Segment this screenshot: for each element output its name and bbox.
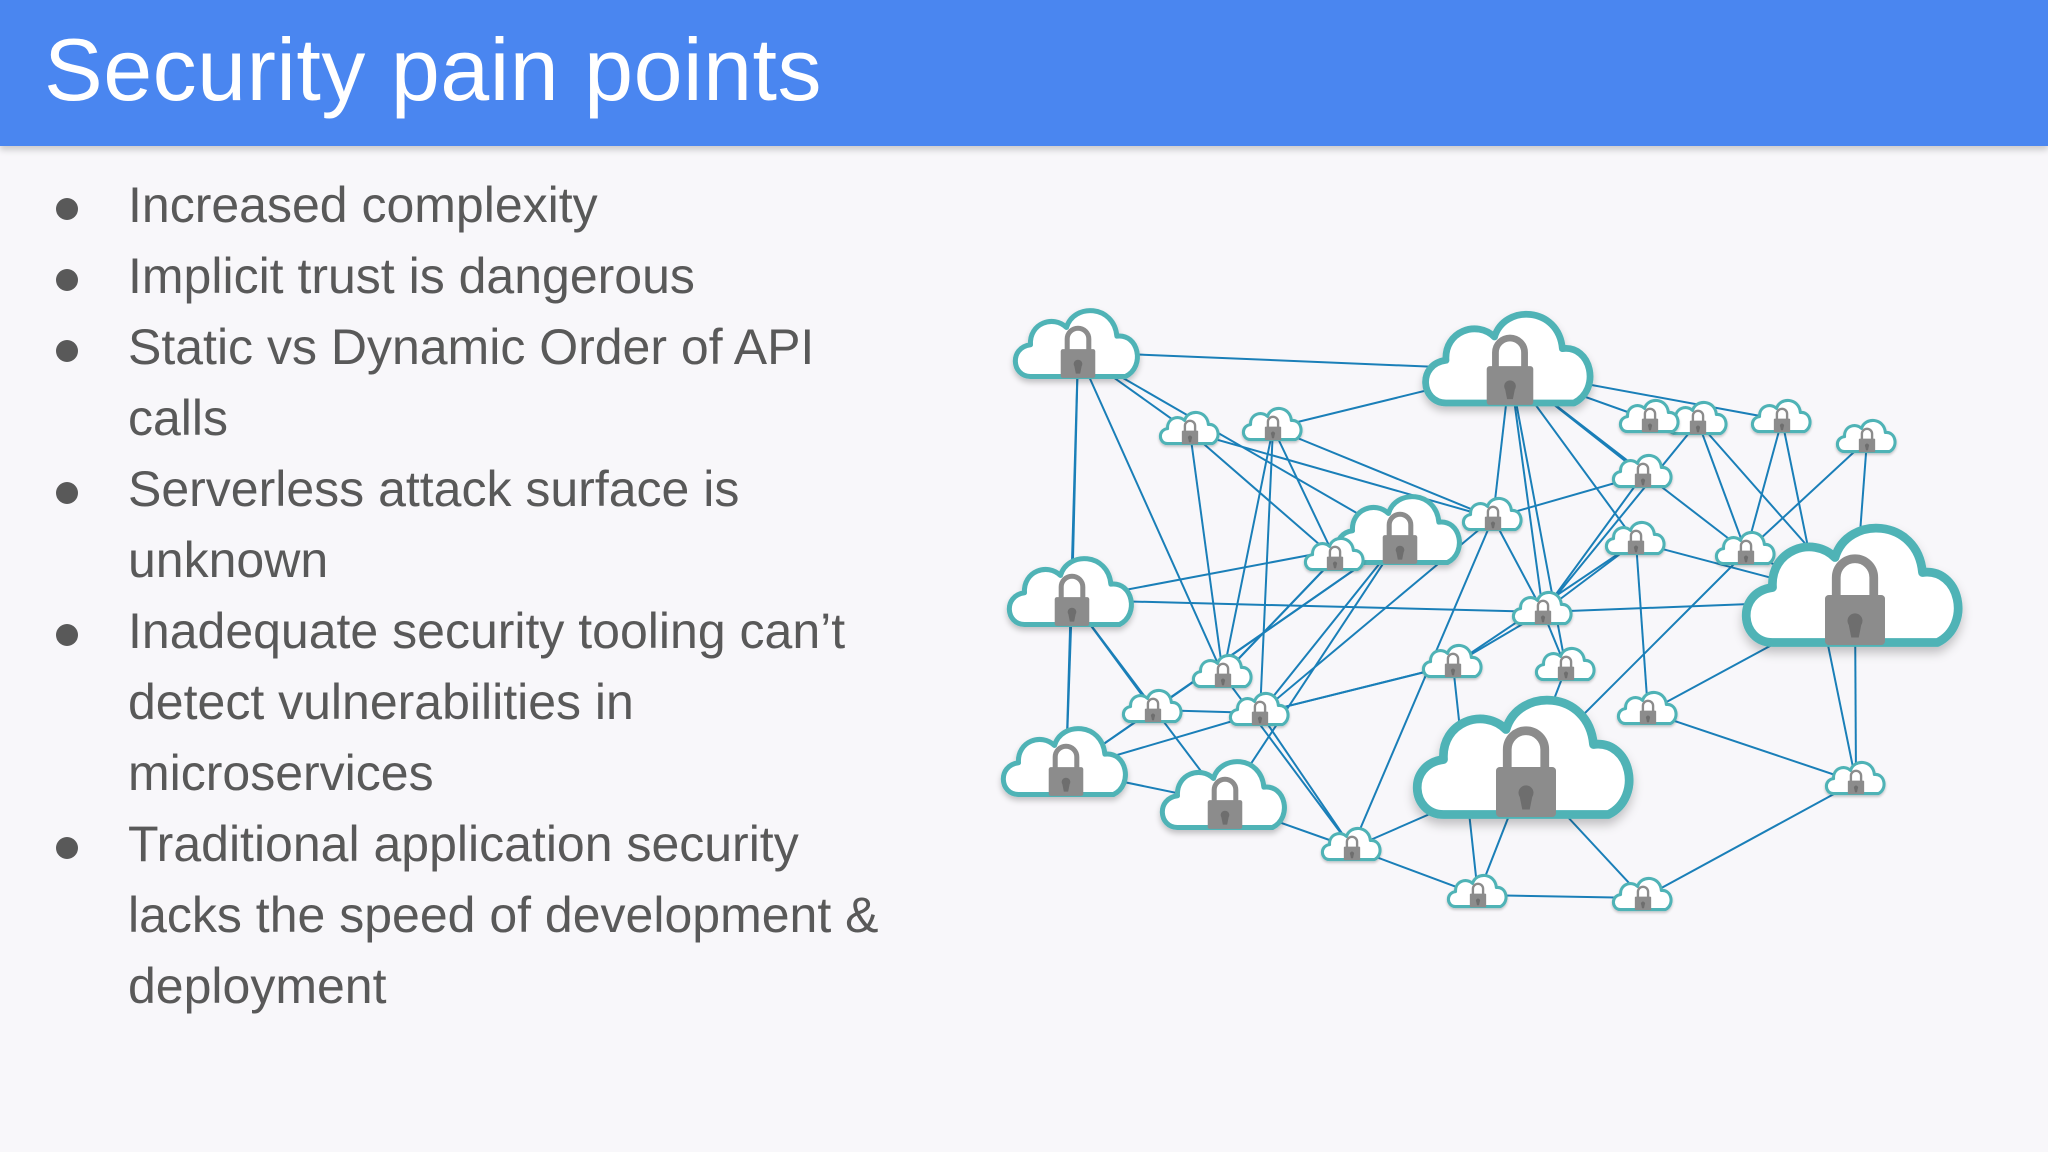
- cloud-lock-icon: [1012, 308, 1140, 379]
- cloud-lock-icon: [1511, 591, 1573, 626]
- network-link: [1222, 427, 1274, 676]
- network-link: [1542, 421, 1699, 613]
- network-link: [1272, 427, 1494, 519]
- bullet-item: Implicit trust is dangerous: [52, 241, 912, 312]
- cloud-lock-icon: [1422, 311, 1594, 407]
- cloud-lock-icon: [1000, 726, 1128, 797]
- bullet-dot-icon: [56, 340, 78, 362]
- cloud-lock-icon: [1611, 454, 1673, 489]
- bullet-dot-icon: [56, 269, 78, 291]
- network-link: [1077, 351, 1224, 676]
- title-bar: Security pain points: [0, 0, 2048, 146]
- bullet-text: Increased complexity: [128, 177, 598, 233]
- cloud-lock-icon: [1158, 411, 1220, 446]
- network-link: [1745, 419, 1783, 553]
- bullet-item: Serverless attack surface is unknown: [52, 454, 912, 596]
- cloud-lock-icon: [1006, 556, 1134, 627]
- cloud-lock-icon: [1421, 644, 1483, 679]
- network-link: [1642, 781, 1857, 899]
- cloud-lock-icon: [1616, 691, 1678, 726]
- network-link: [1224, 537, 1401, 804]
- network-link: [1542, 474, 1644, 613]
- cloud-lock-icon: [1824, 761, 1886, 796]
- cloud-lock-icon: [1412, 695, 1634, 819]
- bullet-item: Static vs Dynamic Order of API calls: [52, 312, 912, 454]
- network-link: [1259, 712, 1353, 849]
- slide-title: Security pain points: [44, 20, 822, 119]
- bullet-text: Inadequate security tooling can’t detect…: [128, 603, 846, 801]
- cloud-lock-icon: [1320, 827, 1382, 862]
- bullet-text: Traditional application security lacks t…: [128, 816, 879, 1014]
- network-link: [1259, 664, 1454, 714]
- network-link: [1189, 431, 1224, 676]
- bullet-text: Static vs Dynamic Order of API calls: [128, 319, 815, 446]
- network-link: [1697, 421, 1747, 553]
- network-link: [1222, 557, 1336, 676]
- cloud-lock-icon: [1835, 419, 1897, 454]
- network-link: [1272, 427, 1336, 559]
- network-link: [1189, 431, 1336, 559]
- cloud-lock-icon: [1461, 497, 1523, 532]
- bullet-dot-icon: [56, 837, 78, 859]
- network-link: [1259, 427, 1274, 714]
- cloud-lock-icon: [1741, 523, 1963, 647]
- bullet-item: Inadequate security tooling can’t detect…: [52, 596, 912, 809]
- network-link: [1492, 517, 1544, 613]
- bullet-item: Traditional application security lacks t…: [52, 809, 912, 1022]
- network-link: [1509, 369, 1544, 613]
- cloud-lock-icon: [1121, 689, 1183, 724]
- network-nodes: [1000, 308, 1963, 912]
- cloud-lock-icon: [1159, 759, 1287, 830]
- bullet-list: Increased complexity Implicit trust is d…: [52, 170, 912, 1022]
- cloud-lock-icon: [1191, 654, 1253, 689]
- cloud-lock-icon: [1228, 692, 1290, 727]
- cloud-lock-icon: [1611, 877, 1673, 912]
- bullet-text: Serverless attack surface is unknown: [128, 461, 740, 588]
- cloud-network-diagram: [1000, 308, 1963, 912]
- bullet-item: Increased complexity: [52, 170, 912, 241]
- cloud-lock-icon: [1303, 537, 1365, 572]
- bullet-text: Implicit trust is dangerous: [128, 248, 695, 304]
- cloud-lock-icon: [1241, 407, 1303, 442]
- bullet-dot-icon: [56, 624, 78, 646]
- network-link: [1189, 431, 1494, 519]
- cloud-lock-icon: [1334, 494, 1462, 565]
- network-link: [1635, 541, 1649, 713]
- cloud-lock-icon: [1446, 874, 1508, 909]
- network-link: [1351, 517, 1494, 849]
- cloud-lock-icon: [1750, 399, 1812, 434]
- cloud-lock-icon: [1714, 531, 1776, 566]
- network-link: [1647, 711, 1857, 783]
- cloud-lock-icon: [1534, 647, 1596, 682]
- network-link: [1259, 537, 1401, 714]
- network-link: [1071, 599, 1544, 613]
- bullet-dot-icon: [56, 482, 78, 504]
- cloud-lock-icon: [1618, 399, 1680, 434]
- cloud-lock-icon: [1604, 521, 1666, 556]
- bullet-dot-icon: [56, 198, 78, 220]
- network-link: [1745, 439, 1868, 553]
